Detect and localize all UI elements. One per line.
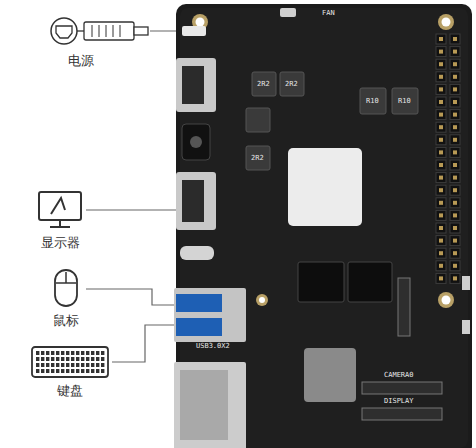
monitor-icon: [37, 190, 83, 230]
device-label: 鼠标: [44, 312, 88, 330]
power-plug-icon: [46, 14, 150, 48]
silkscreen-text: R10: [398, 98, 411, 105]
silkscreen-text: USB3.0X2: [196, 343, 230, 350]
mounting-holes: [192, 14, 454, 308]
silkscreen-text: CAMERA0: [384, 372, 414, 379]
power-connector: [182, 26, 206, 36]
silkscreen-text: 2R2: [251, 155, 264, 162]
gpio-header: [436, 34, 460, 283]
peripheral-node: 显示器: [34, 190, 86, 252]
ethernet-port: [174, 362, 246, 448]
type-c-port: [180, 246, 214, 260]
keyboard-icon: [31, 346, 109, 378]
device-label: 显示器: [34, 234, 86, 252]
cable-lines: [86, 31, 184, 362]
micro-usb: [280, 8, 296, 17]
peripheral-node: 鼠标: [44, 268, 88, 330]
fpc-connectors: [362, 278, 442, 420]
silkscreen-text: DISPLAY: [384, 398, 414, 405]
wifi-module: [304, 348, 356, 402]
audio-jack: [182, 124, 210, 160]
device-label: 键盘: [28, 382, 112, 400]
peripheral-node: 键盘: [28, 346, 112, 400]
memory-chips: [298, 262, 392, 302]
mouse-icon: [53, 268, 79, 308]
hdmi-ports: [176, 58, 216, 230]
silkscreen-text: FAN: [322, 10, 335, 17]
device-label: 电源: [46, 52, 152, 70]
peripheral-node: 电源: [46, 14, 152, 70]
soc-chip: [288, 148, 362, 226]
usb-ports: [174, 288, 246, 342]
silkscreen-text: 2R2: [285, 81, 298, 88]
pcb: [176, 4, 472, 448]
silkscreen-text: 2R2: [257, 81, 270, 88]
silkscreen-text: R10: [366, 98, 379, 105]
